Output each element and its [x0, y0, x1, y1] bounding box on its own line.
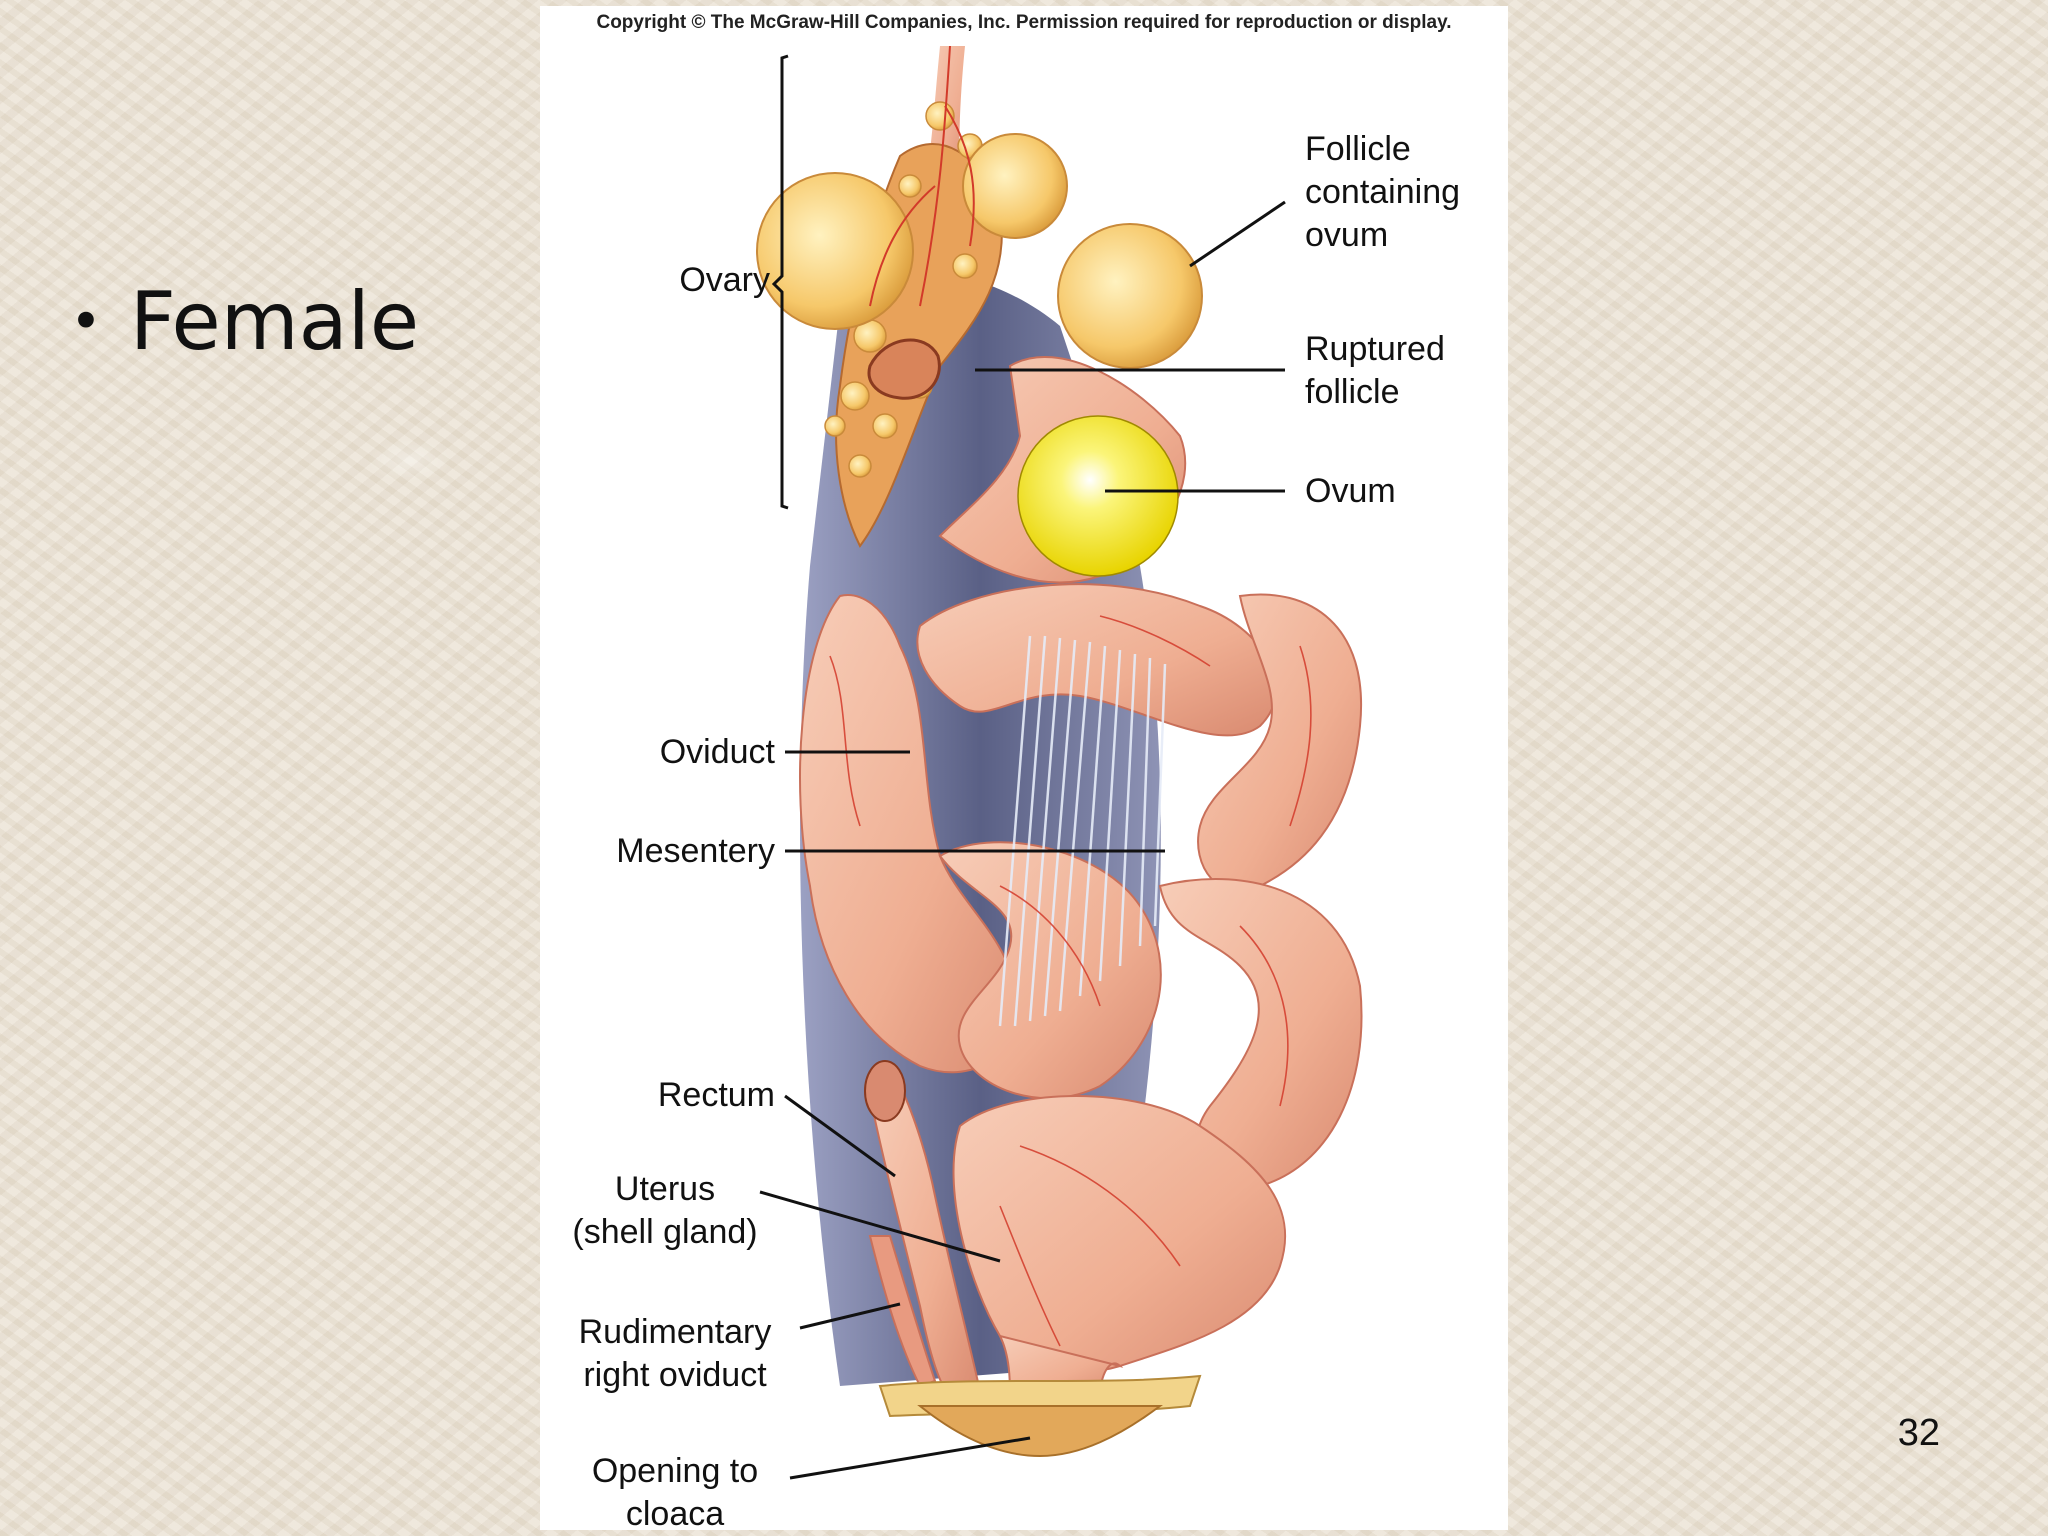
label-uterus: Uterus (shell gland) [565, 1168, 765, 1254]
ovum-shape [1017, 415, 1179, 577]
rectum-opening [864, 1060, 906, 1122]
label-line: containing [1305, 173, 1461, 211]
female-reproductive-illustration [756, 45, 1363, 1480]
ruptured-follicle-shape [867, 338, 941, 400]
label-line: cloaca [625, 1495, 725, 1533]
label-oviduct: Oviduct [659, 733, 775, 771]
ovary-bracket [771, 54, 789, 510]
label-opening-to-cloaca: Opening to cloaca [570, 1450, 780, 1536]
label-mesentery: Mesentery [616, 832, 775, 870]
slide-bullet: • Female [70, 282, 419, 362]
label-ovum: Ovum [1305, 472, 1396, 510]
label-line: Follicle [1305, 130, 1411, 168]
label-line: Uterus [614, 1170, 716, 1208]
label-line: Rudimentary [578, 1313, 772, 1351]
label-line: right oviduct [583, 1356, 767, 1394]
label-ovary: Ovary [679, 261, 770, 299]
leader-lines [759, 200, 1286, 1480]
large-follicle-left [756, 172, 914, 330]
bullet-text: Female [129, 275, 420, 368]
oviduct-coil-upper [916, 583, 1278, 737]
leader-uterus [759, 1190, 1001, 1263]
label-line: Ruptured [1305, 330, 1445, 368]
tissue-vessels [829, 615, 1312, 1347]
label-line: (shell gland) [572, 1213, 758, 1251]
ovary-vessels [869, 45, 975, 307]
label-line: follicle [1305, 373, 1400, 411]
copyright-notice: Copyright © The McGraw-Hill Companies, I… [596, 12, 1452, 33]
slide-page-number: 32 [1897, 1412, 1940, 1454]
cloaca-funnel [917, 1405, 1164, 1458]
leader-rectum [784, 1094, 896, 1178]
leader-rudimentary-oviduct [799, 1302, 901, 1330]
label-rectum: Rectum [657, 1076, 775, 1114]
bullet-dot: • [70, 290, 102, 353]
mesentery-fibers [998, 635, 1167, 1027]
label-follicle-containing-ovum: Follicle containing ovum [1305, 128, 1460, 257]
uterus-shape [952, 1095, 1287, 1373]
anatomy-figure: Copyright © The McGraw-Hill Companies, I… [540, 6, 1508, 1533]
rudimentary-oviduct-shape [868, 1235, 937, 1388]
label-line: ovum [1305, 216, 1389, 254]
leader-cloaca [789, 1436, 1031, 1480]
large-follicle-top [962, 133, 1068, 239]
leader-follicle [1189, 200, 1286, 268]
label-rudimentary-right-oviduct: Rudimentary right oviduct [555, 1311, 795, 1397]
large-follicle-right [1057, 223, 1203, 369]
label-line: Opening to [591, 1452, 759, 1490]
label-ruptured-follicle: Ruptured follicle [1305, 328, 1445, 414]
